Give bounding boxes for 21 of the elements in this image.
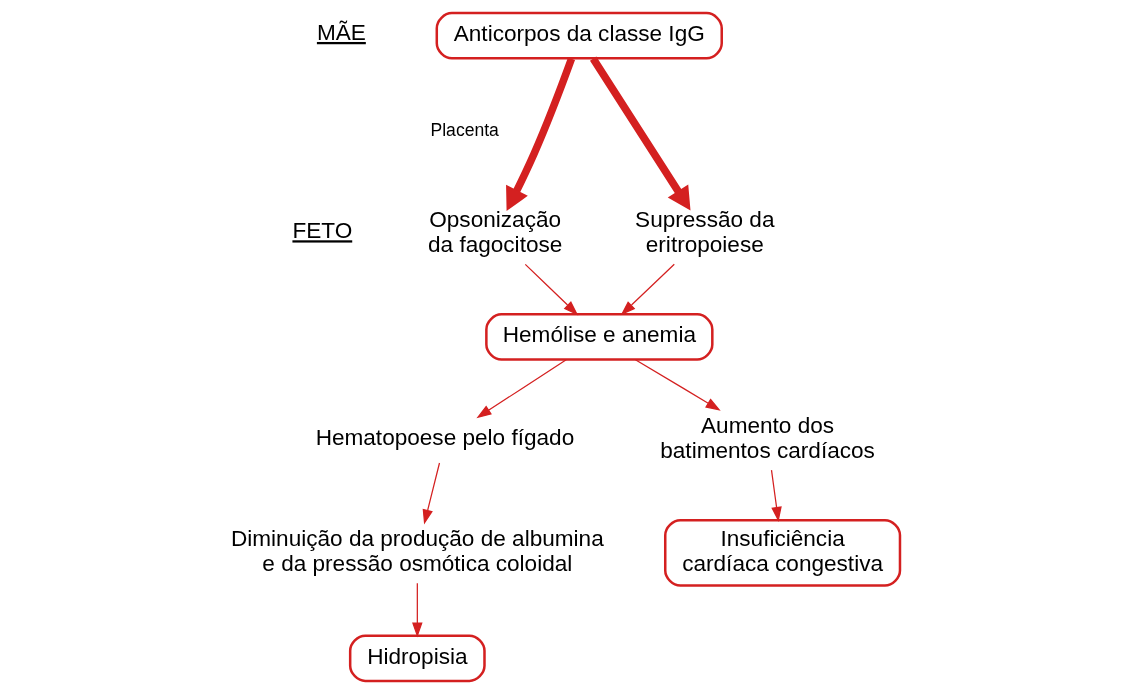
node-text: Diminuição da produção de albumina e da pressão osmótica coloidal <box>230 525 604 576</box>
node-box: Hidropisia <box>348 634 486 683</box>
arrow <box>422 462 441 525</box>
node-box: Anticorpos da classe IgG <box>435 11 723 60</box>
label: MÃE <box>316 19 366 45</box>
label: Placenta <box>430 119 499 140</box>
arrow <box>412 582 423 638</box>
node-text: Hematopoese pelo fígado <box>315 425 575 451</box>
arrow <box>590 56 691 211</box>
arrow <box>770 469 782 522</box>
node-box: Hemólise e anemia <box>485 313 714 361</box>
arrow <box>524 263 579 316</box>
arrow <box>634 359 721 411</box>
arrow <box>476 359 567 419</box>
arrow <box>506 57 576 211</box>
arrow <box>620 263 675 316</box>
node-text: Supressão da eritropoiese <box>635 207 775 258</box>
node-text: Aumento dos batimentos cardíacos <box>660 412 875 463</box>
node-box: Insuficiência cardíaca congestiva <box>664 518 902 587</box>
node-text: Opsonização da fagocitose <box>428 207 563 258</box>
label: FETO <box>292 218 353 244</box>
